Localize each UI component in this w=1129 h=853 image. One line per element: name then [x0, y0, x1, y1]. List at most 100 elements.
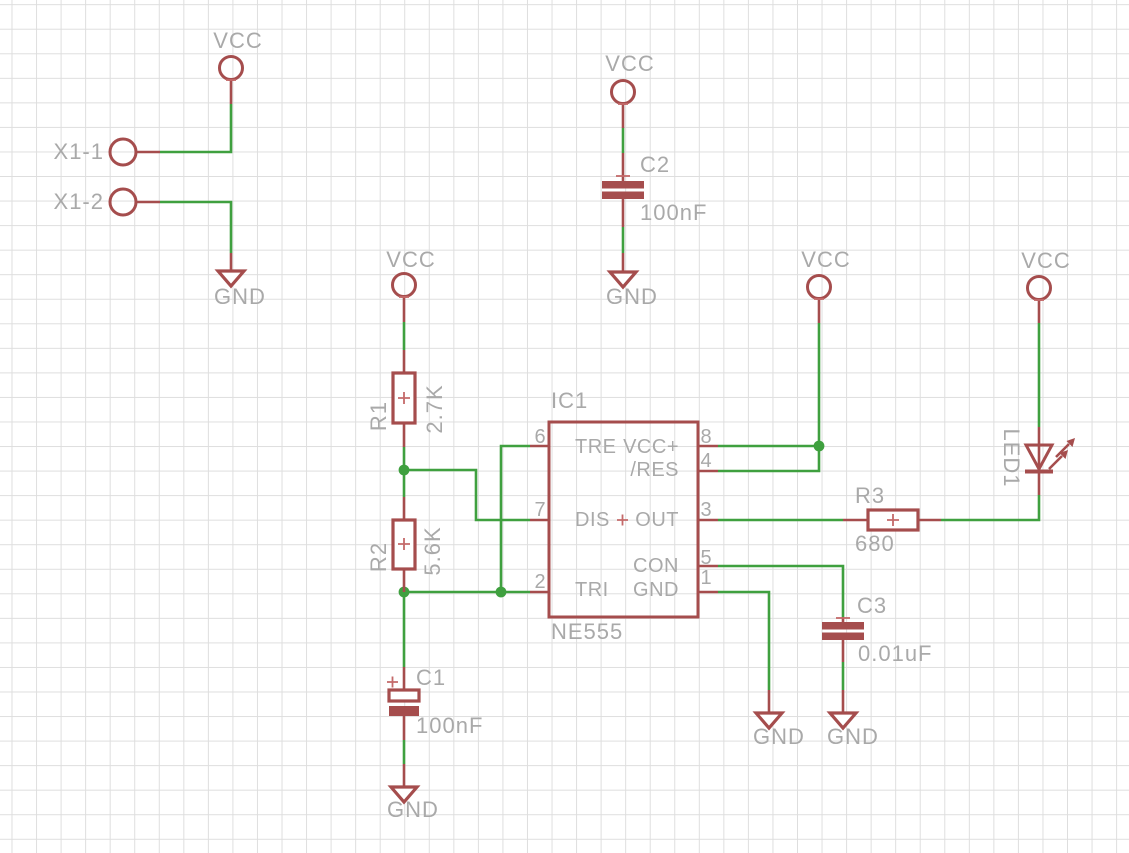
- vcc-origin-ticks: [226, 79, 1044, 301]
- junction-dot[interactable]: [813, 440, 825, 452]
- ic1-pin8-name: VCC+: [623, 436, 679, 458]
- ic1-ne555-body[interactable]: [547, 420, 700, 619]
- arrow-line: [1048, 455, 1063, 470]
- led1-symbol[interactable]: [1023, 427, 1075, 495]
- gnd-symbol-c3[interactable]: [826, 711, 860, 731]
- capacitor-c1-polarized[interactable]: [387, 676, 421, 717]
- vcc-circle[interactable]: [391, 272, 417, 298]
- c2-plate-bottom[interactable]: [602, 191, 644, 200]
- r2-origin-cross: [398, 538, 410, 550]
- c1-ref-label: C1: [416, 665, 447, 690]
- vcc-symbol-c2[interactable]: [610, 79, 636, 105]
- vcc-label-ic: VCC: [801, 247, 851, 272]
- wire[interactable]: [160, 200, 233, 253]
- capacitor-c3[interactable]: [822, 617, 864, 641]
- vcc-symbol-led[interactable]: [1026, 275, 1052, 301]
- net-con[interactable]: [718, 564, 845, 690]
- net-ic-gnd[interactable]: [718, 590, 771, 690]
- ic1-pin2-name: TRI: [575, 579, 609, 601]
- ic1-pin7-name: DIS: [575, 509, 610, 531]
- net-vcc-ic[interactable]: [718, 323, 825, 473]
- vcc-circle[interactable]: [610, 79, 636, 105]
- led1-triangle[interactable]: [1023, 443, 1055, 473]
- vcc-label-c2: VCC: [605, 51, 655, 76]
- gnd-arrow[interactable]: [214, 269, 248, 289]
- gnd-label-c2: GND: [606, 284, 658, 309]
- c3-plate-top[interactable]: [822, 622, 864, 630]
- wire[interactable]: [404, 468, 530, 522]
- vcc-circle[interactable]: [218, 55, 244, 81]
- ic1-pin3-name: OUT: [635, 509, 679, 531]
- c2-plate-top[interactable]: [602, 181, 644, 189]
- ic1-pin6-number: 6: [534, 426, 546, 448]
- vcc-circle[interactable]: [806, 274, 832, 300]
- arrow-head: [1059, 450, 1068, 459]
- connector-pin-x1-1[interactable]: [108, 137, 138, 167]
- resistor-r3[interactable]: [866, 508, 920, 532]
- vcc-label-led: VCC: [1021, 248, 1071, 273]
- vcc-symbol-r1[interactable]: [391, 272, 417, 298]
- gnd-symbol-x1[interactable]: [214, 269, 248, 289]
- vcc-symbol-ic[interactable]: [806, 274, 832, 300]
- c2-value-label: 100nF: [640, 200, 708, 225]
- vcc-label-r1: VCC: [386, 247, 436, 272]
- c3-value-label: 0.01uF: [858, 641, 933, 666]
- vcc-symbol-x1[interactable]: [218, 55, 244, 81]
- ic1-pin1-name: GND: [633, 579, 679, 601]
- net-gnd-x1[interactable]: [160, 200, 233, 253]
- ic1-pin1-number: 1: [700, 567, 712, 589]
- c1-value-label: 100nF: [416, 713, 484, 738]
- capacitor-c2[interactable]: [602, 175, 644, 200]
- x1-1-label: X1-1: [53, 139, 104, 164]
- gnd-arrow[interactable]: [752, 711, 786, 731]
- wire[interactable]: [718, 564, 845, 617]
- net-out[interactable]: [718, 495, 1041, 522]
- ic1-pin4-number: 4: [700, 450, 712, 472]
- c3-plate-bottom[interactable]: [822, 632, 864, 641]
- gnd-arrow[interactable]: [826, 711, 860, 731]
- gnd-symbol-c1[interactable]: [387, 785, 421, 805]
- c2-ref-label: C2: [640, 152, 671, 177]
- gnd-symbol-ic[interactable]: [752, 711, 786, 731]
- pad-circle[interactable]: [108, 137, 138, 167]
- resistor-r1[interactable]: [391, 371, 417, 425]
- resistor-r2[interactable]: [391, 518, 417, 571]
- x1-2-label: X1-2: [53, 189, 104, 214]
- r1-origin-cross: [398, 392, 410, 404]
- net-vcc-x1[interactable]: [160, 104, 233, 154]
- r2-value-label: 5.6K: [420, 526, 445, 576]
- wire[interactable]: [718, 590, 771, 690]
- gnd-label-c1: GND: [387, 797, 439, 822]
- junction-dot[interactable]: [495, 586, 507, 598]
- ic1-value-label: NE555: [551, 619, 624, 644]
- wire[interactable]: [718, 446, 821, 473]
- ic1-pin2-number: 2: [534, 571, 546, 593]
- led1-ref-label: LED1: [999, 428, 1024, 488]
- ic1-pin8-number: 8: [700, 426, 712, 448]
- r3-ref-label: R3: [855, 483, 886, 508]
- c1-plate-negative[interactable]: [389, 706, 419, 716]
- wire[interactable]: [499, 444, 530, 592]
- ic1-outline[interactable]: [547, 420, 700, 619]
- c3-ref-label: C3: [857, 593, 888, 618]
- r1-ref-label: R1: [366, 400, 391, 432]
- net-tre-tri[interactable]: [398, 444, 530, 667]
- connector-pin-x1-2[interactable]: [108, 187, 138, 217]
- ic1-pin5-number: 5: [700, 547, 712, 569]
- c1-plate-positive[interactable]: [387, 688, 421, 703]
- gnd-arrow[interactable]: [387, 785, 421, 805]
- wire[interactable]: [941, 495, 1041, 522]
- ic1-ref-label: IC1: [551, 388, 589, 413]
- arrow-line: [1055, 443, 1070, 458]
- gnd-arrow[interactable]: [606, 270, 640, 290]
- ic1-pin3-number: 3: [700, 499, 712, 521]
- junction-dot[interactable]: [398, 464, 410, 476]
- vcc-circle[interactable]: [1026, 275, 1052, 301]
- pin-stubs[interactable]: [137, 79, 1041, 793]
- wire[interactable]: [160, 104, 233, 154]
- net-dis[interactable]: [398, 447, 530, 522]
- ic1-pin6-name: TRE: [575, 436, 617, 458]
- pad-circle[interactable]: [108, 187, 138, 217]
- gnd-symbol-c2[interactable]: [606, 270, 640, 290]
